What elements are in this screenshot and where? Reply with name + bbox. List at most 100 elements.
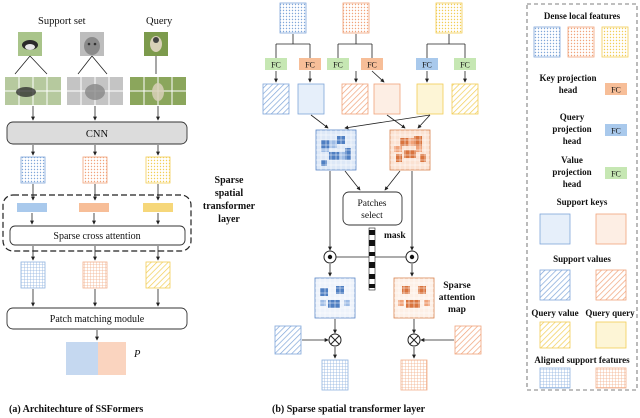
legend-value-projection-head-1: Value [561, 155, 583, 165]
legend-key-blue [539, 213, 571, 245]
mask-bar [368, 227, 376, 291]
sparse-cross-attention-block [9, 225, 186, 246]
patch-strip-query [130, 77, 186, 105]
aligned-support-blue [321, 359, 349, 391]
legend-aligned-orange [595, 367, 627, 389]
dot-product-left [323, 250, 337, 264]
query-image-bird [144, 32, 168, 56]
svg-text:FC: FC [305, 61, 315, 70]
patches-select-label-2: select [361, 211, 383, 221]
legend-value-orange [595, 269, 627, 301]
cnn-label: CNN [86, 129, 109, 140]
svg-text:FC: FC [460, 61, 470, 70]
aligned-feature-orange [82, 261, 108, 289]
legend-dense-orange [567, 26, 595, 58]
support-image-bird [18, 32, 42, 56]
caption-b: (b) Sparse spatial transformer layer [272, 404, 426, 415]
patch-matching-block [6, 307, 188, 330]
svg-text:FC: FC [367, 61, 377, 70]
support-value-orange [341, 83, 369, 115]
legend-dense-yellow [601, 26, 629, 58]
patch-strip-support-1 [5, 77, 61, 105]
fc-branch-lines [275, 34, 466, 58]
sparse-attention-map-blue [314, 277, 356, 319]
legend-key-projection-head-2: head [559, 85, 578, 95]
query-label: Query [146, 16, 173, 27]
legend-key-projection-head-1: Key projection [539, 73, 596, 83]
svg-text:FC: FC [611, 170, 621, 179]
sparse-cross-attention-label: Sparse cross attention [53, 231, 140, 242]
p-label: P [133, 349, 141, 360]
multiply-right [407, 333, 421, 347]
support-image-cat [80, 32, 104, 56]
aligned-feature-blue [20, 261, 46, 289]
mask-label: mask [384, 231, 406, 241]
query-value [451, 83, 479, 115]
support-value-blue [262, 83, 290, 115]
query-query [416, 83, 444, 115]
legend-aligned-blue [539, 367, 571, 389]
dense-feature-blue [279, 2, 307, 34]
legend-query-value-swatch [539, 321, 571, 349]
legend-query-projection-head-1: Query [560, 112, 585, 122]
svg-text:attention: attention [439, 293, 476, 303]
token-yellow [143, 203, 173, 212]
token-orange [79, 203, 109, 212]
aligned-support-orange [400, 359, 428, 391]
legend-aligned-support-features: Aligned support features [534, 355, 630, 365]
svg-text:Sparse: Sparse [443, 281, 470, 291]
dense-feature-yellow [435, 2, 463, 34]
fc-boxes: FC FC FC FC FC FC [265, 58, 476, 70]
support-key-orange [373, 83, 401, 115]
legend-value-projection-head-3: head [563, 179, 582, 189]
patches-select-block [342, 191, 403, 226]
output-prob-orange [98, 342, 126, 375]
legend-key-orange [595, 213, 627, 245]
sparse-transformer-layer-box [2, 194, 192, 252]
image-split-lines [14, 55, 157, 75]
feature-map-orange [82, 156, 108, 184]
legend-fc-green [605, 167, 627, 179]
support-value-blue-lower [274, 325, 302, 355]
dense-feature-orange [342, 2, 370, 34]
legend-query-value: Query value [531, 308, 578, 318]
support-key-blue [297, 83, 325, 115]
legend-dense-local-features: Dense local features [544, 11, 621, 21]
legend-fc-blue [605, 124, 627, 136]
aligned-feature-yellow [145, 261, 171, 289]
svg-text:FC: FC [422, 61, 432, 70]
legend-fc-orange [605, 83, 627, 95]
sparse-attention-map-label: Sparse attention map [439, 281, 476, 315]
legend-dense-blue [533, 26, 561, 58]
support-value-orange-lower [454, 325, 482, 355]
svg-text:transformer: transformer [203, 201, 256, 212]
support-set-label: Support set [38, 16, 86, 27]
output-prob-blue [66, 342, 98, 375]
token-blue [17, 203, 47, 212]
legend-query-projection-head-3: head [563, 136, 582, 146]
dot-product-right [405, 250, 419, 264]
svg-text:layer: layer [218, 214, 240, 225]
feature-map-blue [20, 156, 46, 184]
legend-query-query-swatch [595, 321, 627, 349]
svg-text:FC: FC [611, 127, 621, 136]
attention-map-orange [389, 129, 431, 171]
patch-matching-label: Patch matching module [50, 314, 145, 325]
sparse-attention-map-orange [393, 277, 435, 319]
feature-map-yellow [145, 156, 171, 184]
legend-value-blue [539, 269, 571, 301]
legend-query-query: Query query [585, 308, 635, 318]
patches-select-label-1: Patches [357, 199, 386, 209]
patch-strip-support-2 [67, 77, 123, 105]
legend-support-keys: Support keys [557, 197, 608, 207]
cnn-block [6, 121, 188, 145]
svg-text:Sparse: Sparse [215, 175, 244, 186]
svg-text:spatial: spatial [215, 188, 244, 199]
svg-text:map: map [448, 305, 466, 315]
multiply-left [328, 333, 342, 347]
legend-support-values: Support values [553, 254, 611, 264]
sparse-layer-label: Sparse spatial transformer layer [203, 175, 256, 225]
svg-text:FC: FC [611, 86, 621, 95]
caption-a: (a) Architechture of SSFormers [9, 404, 143, 415]
